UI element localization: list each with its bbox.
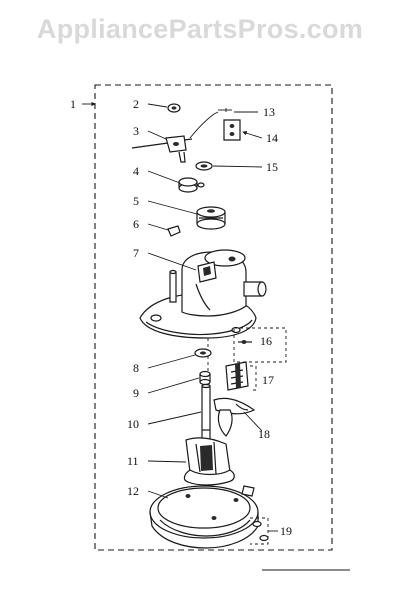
leader-4: [147, 170, 181, 184]
part-8-washer: [194, 348, 212, 358]
callout-19: 19: [280, 524, 292, 538]
callout-13: 13: [263, 105, 275, 119]
part-16-group: [233, 327, 287, 363]
part-4-clip: [178, 177, 205, 193]
callout-17: 17: [262, 373, 274, 387]
part-11-agitator: [183, 437, 235, 486]
leader-3: [147, 130, 167, 140]
leader-5: [147, 200, 198, 215]
callout-16: 16: [260, 334, 272, 348]
part-15-washer: [195, 161, 213, 171]
callout-9: 9: [133, 386, 139, 400]
part-13-screw: [218, 108, 232, 112]
callout-3: 3: [133, 124, 139, 138]
part-10-shaft: [201, 383, 211, 441]
leader-11: [147, 460, 187, 463]
callout-11: 11: [127, 454, 139, 468]
callout-14: 14: [266, 131, 278, 145]
leader-6: [147, 223, 169, 231]
callout-12: 12: [127, 484, 139, 498]
part-5-pulley: [196, 206, 226, 230]
callout-10: 10: [127, 417, 139, 431]
part-17-coupling: [225, 361, 249, 391]
part-3-lever: [131, 135, 193, 163]
leader-2: [147, 103, 168, 108]
callout-2: 2: [133, 97, 139, 111]
part-6-key: [167, 225, 181, 237]
leader-18: [243, 411, 263, 432]
part-17-bracket: [250, 365, 257, 391]
leader-7: [147, 252, 197, 271]
callout-4: 4: [133, 164, 139, 178]
part-16-pin: [238, 340, 252, 344]
callout-15: 15: [266, 160, 278, 174]
callout-7: 7: [133, 246, 139, 260]
leader-15: [212, 165, 263, 168]
leader-8: [147, 354, 196, 369]
part-18-impeller: [213, 397, 256, 437]
spring-wire: [189, 111, 219, 139]
watermark: AppliancePartsPros.com: [36, 14, 364, 44]
leader-14: [242, 130, 263, 139]
part-12-base-ring: [149, 485, 259, 549]
part-14-bracket: [223, 119, 241, 141]
callout-8: 8: [133, 361, 139, 375]
part-2-cap: [167, 103, 181, 113]
assembly-boundary: [94, 84, 333, 551]
part-19-screws: [252, 520, 269, 542]
leader-10: [147, 411, 202, 425]
callout-6: 6: [133, 217, 139, 231]
callout-5: 5: [133, 194, 139, 208]
leader-12: [147, 490, 169, 499]
leader-9: [147, 377, 200, 394]
callout-1: 1: [70, 97, 76, 111]
part-9-bushing: [199, 370, 211, 386]
callout-18: 18: [258, 427, 270, 441]
part-7-housing: [139, 249, 267, 339]
